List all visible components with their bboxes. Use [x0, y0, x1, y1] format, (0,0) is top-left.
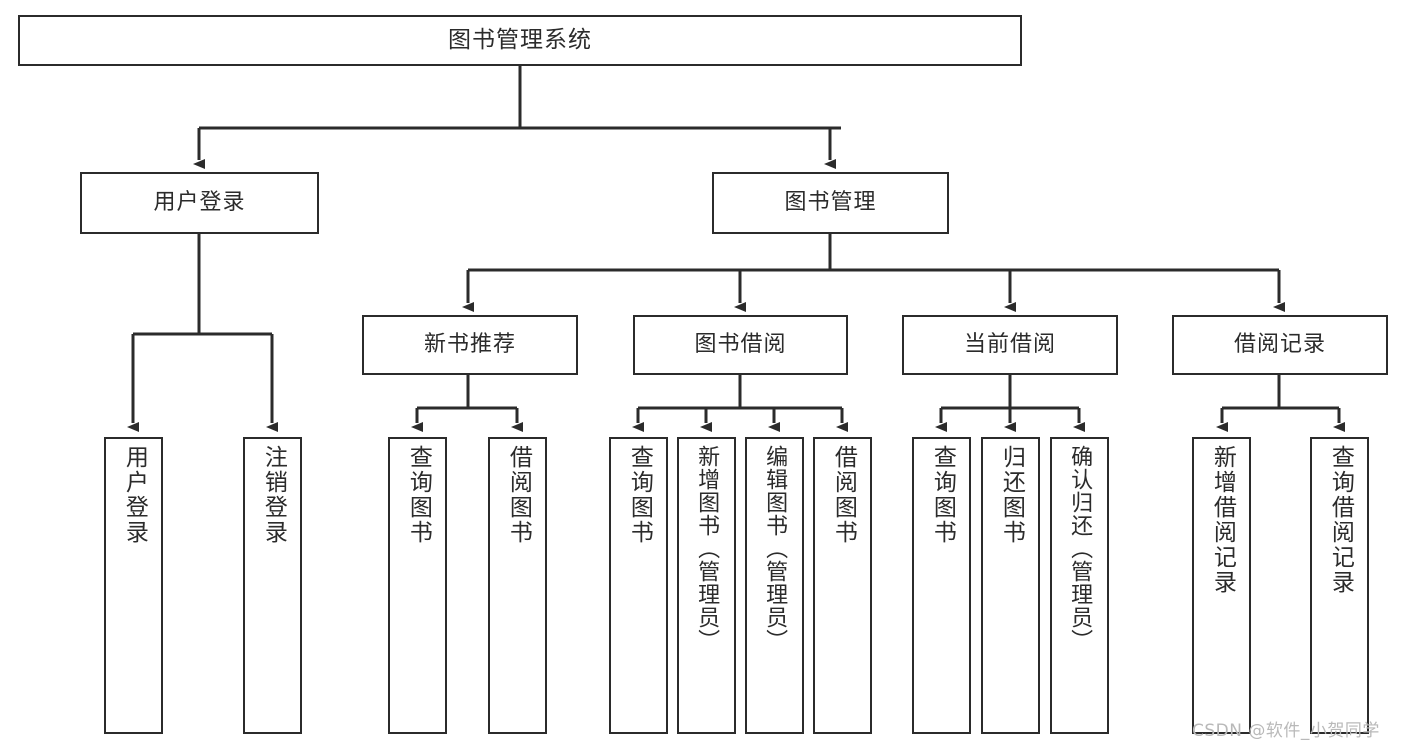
leaf-label: 编辑图书（管理员）: [762, 445, 788, 652]
leaf-query-borrow-record[interactable]: 查询借阅记录: [1310, 437, 1369, 734]
leaf-label: 注销登录: [260, 445, 287, 545]
node-book-manage[interactable]: 图书管理: [712, 172, 949, 234]
leaf-label: 借阅图书: [830, 445, 857, 545]
leaf-add-borrow-record[interactable]: 新增借阅记录: [1192, 437, 1251, 734]
node-user-login[interactable]: 用户登录: [80, 172, 319, 234]
node-borrow-record[interactable]: 借阅记录: [1172, 315, 1388, 375]
node-book-borrow[interactable]: 图书借阅: [633, 315, 848, 375]
leaf-add-book-admin[interactable]: 新增图书（管理员）: [677, 437, 736, 734]
node-current-borrow[interactable]: 当前借阅: [902, 315, 1118, 375]
leaf-logout-login[interactable]: 注销登录: [243, 437, 302, 734]
node-new-book-recommend[interactable]: 新书推荐: [362, 315, 578, 375]
leaf-label: 查询图书: [405, 445, 432, 545]
leaf-edit-book-admin[interactable]: 编辑图书（管理员）: [745, 437, 804, 734]
leaf-return-book[interactable]: 归还图书: [981, 437, 1040, 734]
leaf-query-book-1[interactable]: 查询图书: [388, 437, 447, 734]
leaf-label: 新增借阅记录: [1209, 445, 1236, 595]
leaf-label: 确认归还（管理员）: [1067, 445, 1093, 652]
node-root-system[interactable]: 图书管理系统: [18, 15, 1022, 66]
leaf-label: 用户登录: [121, 445, 148, 545]
leaf-label: 新增图书（管理员）: [694, 445, 720, 652]
leaf-label: 查询借阅记录: [1327, 445, 1354, 595]
leaf-label: 借阅图书: [505, 445, 532, 545]
leaf-label: 查询图书: [626, 445, 653, 545]
leaf-borrow-book-1[interactable]: 借阅图书: [488, 437, 547, 734]
leaf-confirm-return-admin[interactable]: 确认归还（管理员）: [1050, 437, 1109, 734]
leaf-query-book-2[interactable]: 查询图书: [609, 437, 668, 734]
leaf-label: 查询图书: [929, 445, 956, 545]
leaf-user-login[interactable]: 用户登录: [104, 437, 163, 734]
csdn-watermark: CSDN @软件_小贺同学: [1192, 721, 1380, 741]
leaf-borrow-book-2[interactable]: 借阅图书: [813, 437, 872, 734]
leaf-label: 归还图书: [998, 445, 1025, 545]
leaf-query-book-3[interactable]: 查询图书: [912, 437, 971, 734]
